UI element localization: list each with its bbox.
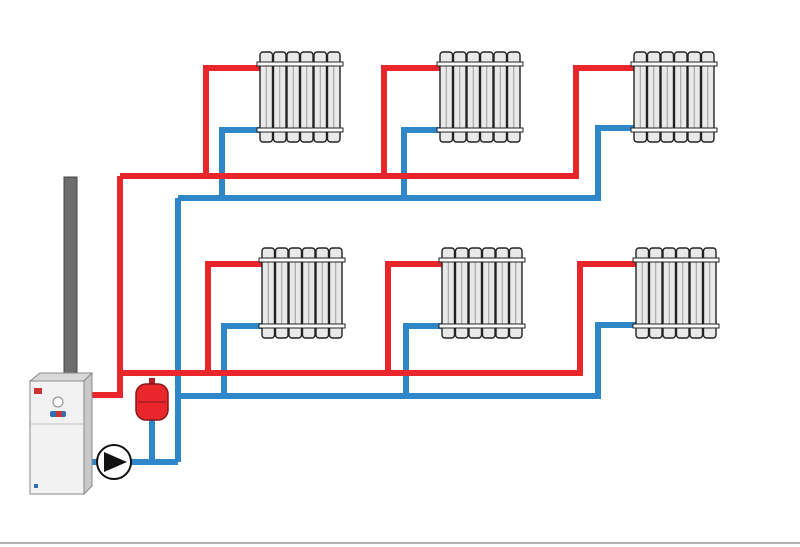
radiator-icon [438, 247, 526, 339]
radiator-header-bar [630, 61, 718, 67]
circulation-pump-icon [96, 444, 132, 480]
lower-supply-branch-2 [385, 261, 442, 373]
chimney-pipe [63, 176, 78, 374]
upper-return-main [178, 125, 634, 201]
boiler-dial [52, 396, 64, 408]
radiator-header-bar [632, 257, 720, 263]
upper-supply-main [120, 65, 634, 179]
lower-return-branch-2 [403, 323, 442, 396]
radiator-icon [258, 247, 346, 339]
lower-supply-branch-1 [205, 261, 262, 373]
gas-boiler-icon [28, 371, 94, 496]
boiler-logo [34, 388, 42, 394]
radiator-header-bar [632, 323, 720, 329]
radiator-icon [630, 51, 718, 143]
radiator-header-bar [438, 323, 526, 329]
radiator-icon [436, 51, 524, 143]
radiator-header-bar [258, 257, 346, 263]
radiators-group [256, 51, 720, 339]
lower-return-main [178, 322, 636, 399]
upper-return-branch-2 [401, 127, 440, 198]
upper-supply-branch-1 [203, 65, 260, 176]
radiator-header-bar [256, 127, 344, 133]
upper-return-branch-1 [219, 127, 260, 198]
radiator-header-bar [438, 257, 526, 263]
supply-pipes [88, 65, 636, 398]
radiator-header-bar [256, 61, 344, 67]
radiator-icon [632, 247, 720, 339]
radiator-icon [256, 51, 344, 143]
radiator-header-bar [258, 323, 346, 329]
lower-supply-main [120, 261, 636, 376]
upper-supply-branch-2 [381, 65, 440, 176]
radiator-header-bar [630, 127, 718, 133]
radiator-header-bar [436, 61, 524, 67]
expansion-tank-icon [135, 378, 169, 421]
radiator-header-bar [436, 127, 524, 133]
supply-boiler-outlet [88, 176, 123, 398]
lower-return-branch-1 [221, 323, 262, 396]
